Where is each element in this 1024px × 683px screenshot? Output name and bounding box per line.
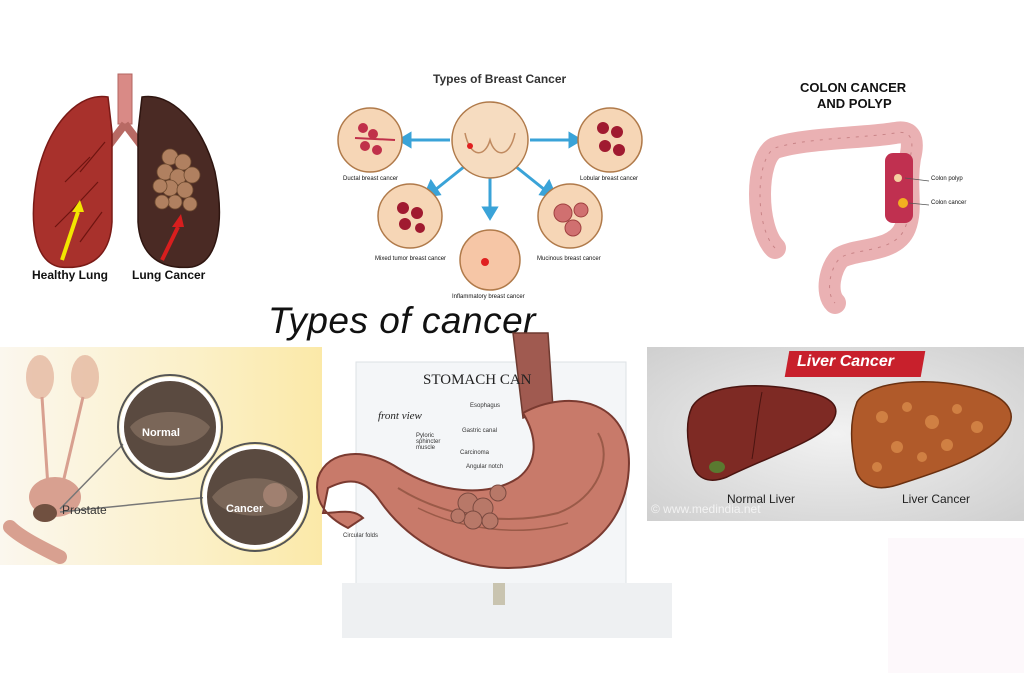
liver-illustration xyxy=(686,381,1012,489)
normal-label: Normal xyxy=(142,427,180,439)
liver-panel: Liver Cancer Normal Liver Liver Cancer ©… xyxy=(647,347,1024,521)
stomach-panel: STOMACH CAN front view Esophagus Gastric… xyxy=(308,328,678,640)
stomach-title: STOMACH CAN xyxy=(423,372,532,388)
colon-title-line2: AND POLYP xyxy=(817,96,892,111)
colon-cancer-label: Colon cancer xyxy=(931,200,967,206)
pyloric-label: Pyloric sphincter muscle xyxy=(416,433,441,451)
decorative-block xyxy=(888,538,1024,673)
normal-liver-label: Normal Liver xyxy=(727,492,796,506)
prostate-label: Prostate xyxy=(62,503,107,517)
breast-panel: Types of Breast Cancer Ductal breast can… xyxy=(325,68,655,308)
mixed-label: Mixed tumor breast cancer xyxy=(375,256,447,262)
liver-cancer-label: Liver Cancer xyxy=(902,492,971,506)
lung-illustration xyxy=(32,73,221,269)
lobular-label: Lobular breast cancer xyxy=(580,176,639,182)
watermark: © www.medindia.net xyxy=(651,502,761,516)
healthy-lung-label: Healthy Lung xyxy=(32,268,109,282)
lung-panel: Healthy Lung Lung Cancer xyxy=(20,62,240,292)
prostate-panel: Prostate Normal Cancer xyxy=(0,347,322,565)
gastric-canal-label: Gastric canal xyxy=(462,428,498,434)
circular-folds-label: Circular folds xyxy=(343,533,379,539)
carcinoma-label: Carcinoma xyxy=(460,450,490,456)
stomach-illustration xyxy=(316,332,672,638)
breast-diagram xyxy=(337,101,643,291)
liver-banner-label: Liver Cancer xyxy=(797,353,894,370)
front-view-label: front view xyxy=(378,410,422,422)
colon-polyp-label: Colon polyp xyxy=(931,176,963,182)
ductal-label: Ductal breast cancer xyxy=(343,176,399,182)
breast-title: Types of Breast Cancer xyxy=(433,72,567,86)
mucinous-label: Mucinous breast cancer xyxy=(537,256,601,262)
esophagus-label: Esophagus xyxy=(470,403,501,409)
colon-panel: COLON CANCER AND POLYP Colon polyp Colon… xyxy=(745,78,975,318)
page-title: Types of cancer xyxy=(268,300,536,341)
colon-illustration xyxy=(749,121,930,314)
prostate-illustration xyxy=(3,355,310,564)
inflammatory-label: Inflammatory breast cancer xyxy=(452,294,525,300)
angular-notch-label: Angular notch xyxy=(466,464,504,470)
colon-title-line1: COLON CANCER xyxy=(800,80,907,95)
lung-cancer-label: Lung Cancer xyxy=(132,268,206,282)
prostate-cancer-label: Cancer xyxy=(226,503,264,515)
